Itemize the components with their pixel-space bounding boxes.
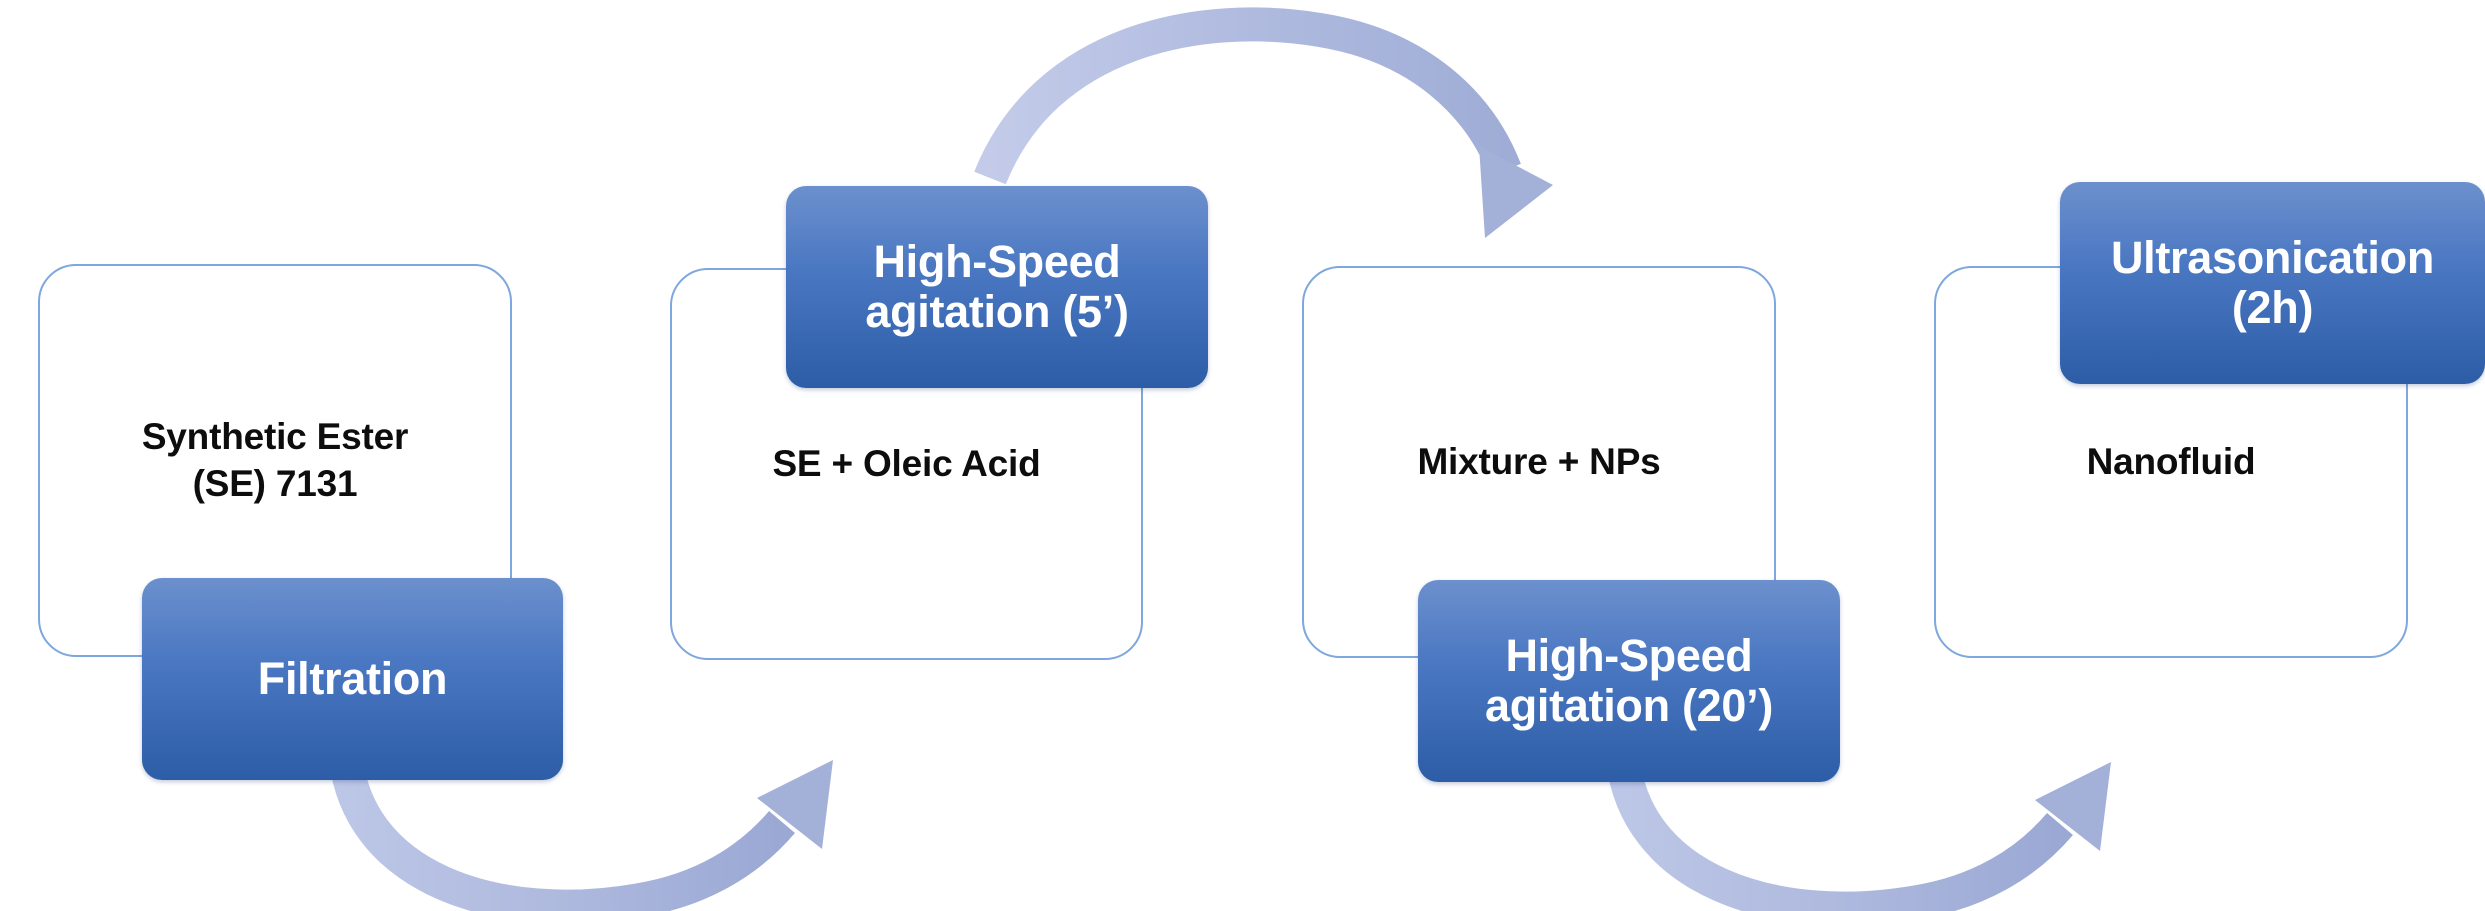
stage-label: Nanofluid <box>2086 440 2256 482</box>
stage-label: SE + Oleic Acid <box>772 442 1041 484</box>
stage-label: Mixture + NPs <box>1417 440 1661 482</box>
process-chip-high-speed-agitation-5min[interactable]: High-Speed agitation (5’) <box>786 186 1208 388</box>
process-chip-label: Filtration <box>257 652 448 704</box>
process-chip-label: High-Speed agitation (5’) <box>865 235 1129 337</box>
process-chip-ultrasonication-2h[interactable]: Ultrasonication (2h) <box>2060 182 2485 384</box>
process-chip-label: High-Speed agitation (20’) <box>1484 629 1774 731</box>
process-chip-label: Ultrasonication (2h) <box>2110 231 2435 333</box>
process-chip-filtration[interactable]: Filtration <box>142 578 563 780</box>
stage-label: Synthetic Ester (SE) 7131 <box>141 416 409 504</box>
process-chip-high-speed-agitation-20min[interactable]: High-Speed agitation (20’) <box>1418 580 1840 782</box>
